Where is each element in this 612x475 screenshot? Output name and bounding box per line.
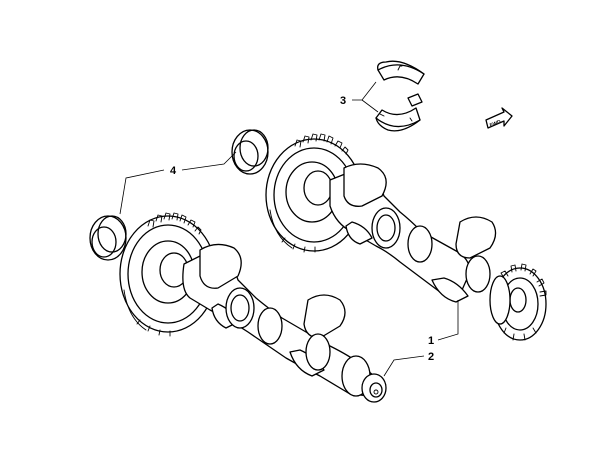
front-cam-journal-1 xyxy=(225,287,255,329)
callout-2: 2 xyxy=(428,351,434,363)
seal-ring-lower xyxy=(89,215,127,261)
rear-camshaft xyxy=(265,133,547,341)
callout-3: 3 xyxy=(340,95,346,107)
front-cam-gear xyxy=(119,212,217,337)
seal-ring-upper xyxy=(231,129,269,175)
front-arrow-label: FWD xyxy=(489,119,502,129)
callout-1: 1 xyxy=(428,335,434,347)
rear-cam-journal-1 xyxy=(371,207,401,249)
front-camshaft xyxy=(119,212,387,403)
front-direction-arrow: FWD xyxy=(485,107,513,129)
callout-leaders xyxy=(119,81,459,377)
callout-4: 4 xyxy=(170,165,177,177)
rear-cam-lobe-2 xyxy=(455,216,497,259)
front-cam-lobe-2 xyxy=(303,294,346,339)
front-cam-end xyxy=(341,355,387,403)
front-cam-lobe-1 xyxy=(199,243,242,289)
rear-cam-lobe-1 xyxy=(343,163,387,207)
bearing-shells xyxy=(375,60,425,132)
